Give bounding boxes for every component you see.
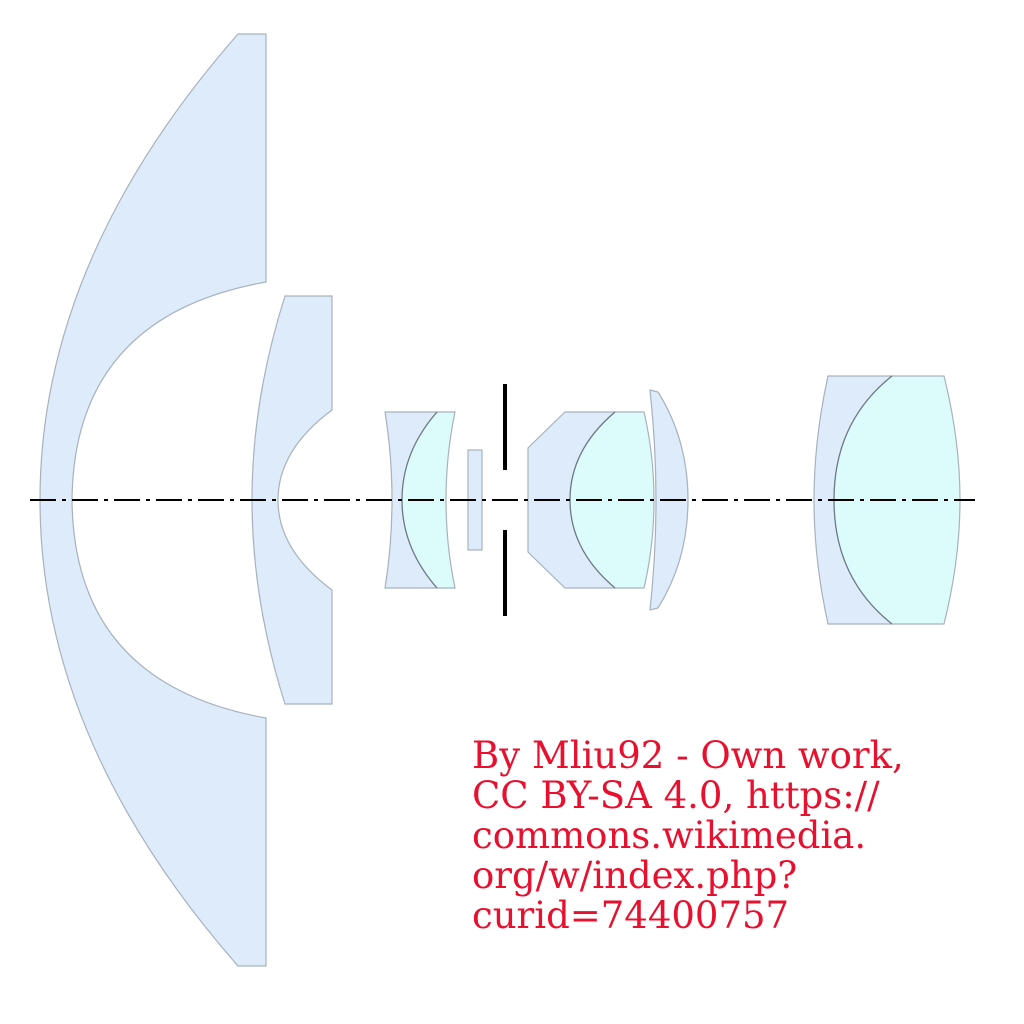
credit-line: org/w/index.php? <box>472 854 798 897</box>
second-meniscus-lens <box>251 295 333 705</box>
credit-line: commons.wikimedia. <box>472 814 867 857</box>
credit-line: By Mliu92 - Own work, <box>472 734 904 777</box>
credit-line: CC BY-SA 4.0, https:// <box>472 774 880 817</box>
credit-line: curid=74400757 <box>472 894 790 937</box>
front-meniscus-lens <box>39 33 267 967</box>
attribution-credit: By Mliu92 - Own work, CC BY-SA 4.0, http… <box>472 736 992 936</box>
